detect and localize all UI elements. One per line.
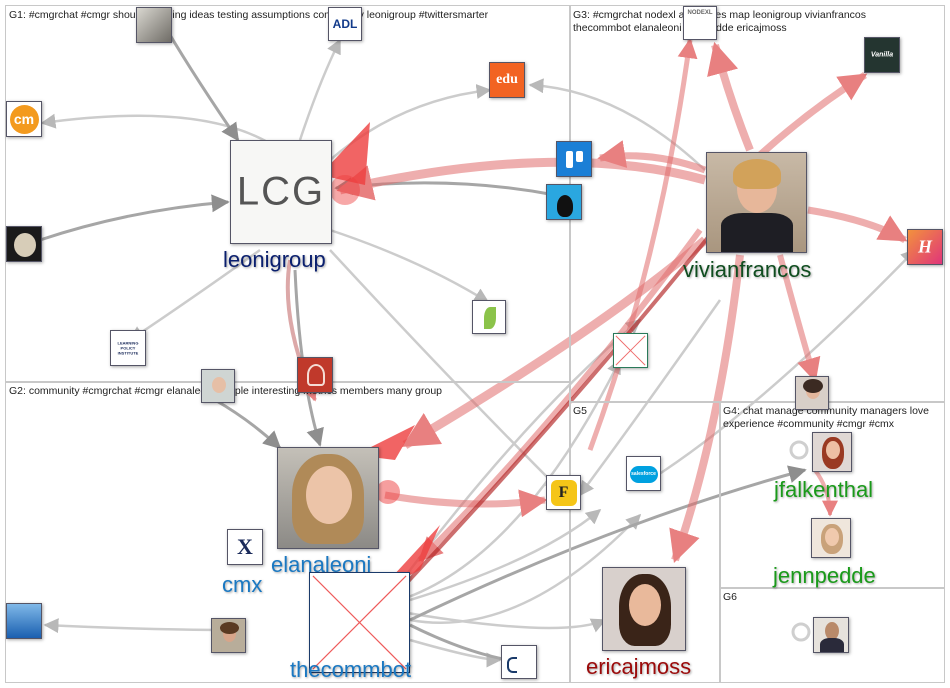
- salesforce-cloud: [630, 466, 658, 483]
- node-label-ericajmoss: ericajmoss: [586, 654, 692, 679]
- node-ericajmoss[interactable]: [602, 567, 686, 651]
- node-keyboard-photo[interactable]: [136, 7, 172, 43]
- node-label-leonigroup: leonigroup: [223, 247, 326, 272]
- node-woman-photo-g2-top[interactable]: [201, 369, 235, 403]
- group-label-g1: G1: #cmgrchat #cmgr shouldn coming ideas…: [9, 9, 489, 21]
- fast-company-hex: [551, 480, 577, 506]
- lpi-logo-text: LEARNING POLICY INSTITUTE: [117, 340, 139, 356]
- roundtable-icon: [507, 657, 517, 673]
- node-tree-logo[interactable]: [297, 357, 333, 393]
- group-label-g4: G4: chat manage community managers love …: [723, 405, 930, 430]
- trello-icon: [566, 151, 573, 168]
- cm-logo-circle: [10, 105, 39, 134]
- node-cmx[interactable]: X: [227, 529, 263, 565]
- node-fast-company[interactable]: F: [546, 475, 581, 510]
- adl-logo-text: ADL: [332, 17, 358, 31]
- red-edges: [285, 38, 908, 564]
- node-adl[interactable]: ADL: [328, 7, 362, 41]
- node-broken-image-g3[interactable]: [613, 333, 648, 368]
- woman-photo-hair: [803, 379, 823, 393]
- node-wave-logo[interactable]: [6, 603, 42, 639]
- penguin-icon: [557, 195, 573, 217]
- group-label-g3: G3: #cmgrchat nodexl audiences map leoni…: [573, 9, 867, 34]
- node-label-vivianfrancos: vivianfrancos: [683, 257, 812, 282]
- group-box-g4: [720, 402, 945, 588]
- group-box-g5: [570, 402, 720, 683]
- node-trello[interactable]: [556, 141, 592, 177]
- node-elanaleoni[interactable]: [277, 447, 379, 549]
- node-salesforce[interactable]: salesforce: [626, 456, 661, 491]
- node-hootsuite[interactable]: H: [907, 229, 943, 265]
- vivianfrancos-hair: [733, 159, 781, 189]
- leaf-icon: [484, 307, 496, 329]
- node-lpi[interactable]: LEARNING POLICY INSTITUTE: [110, 330, 146, 366]
- node-jennpedde[interactable]: [811, 518, 851, 558]
- node-edu[interactable]: edu: [489, 62, 525, 98]
- tree-icon: [307, 364, 325, 386]
- lcg-logo-text: LCG: [236, 169, 326, 214]
- gray-loops: [789, 440, 811, 642]
- elanaleoni-face: [306, 466, 352, 524]
- node-woman-photo-g2-bottom[interactable]: [211, 618, 246, 653]
- node-penguin[interactable]: [546, 184, 582, 220]
- jfalkenthal-face: [826, 441, 840, 459]
- group-label-g5: G5: [573, 405, 588, 417]
- node-nodexl[interactable]: NODEXL: [683, 6, 717, 40]
- vanilla-logo-text: Vanilla: [870, 51, 894, 59]
- cm-logo-text: cm: [13, 111, 35, 127]
- edu-logo-text: edu: [496, 72, 518, 87]
- node-leaf-logo[interactable]: [472, 300, 506, 334]
- vivianfrancos-body: [721, 213, 793, 252]
- trello-icon-right: [576, 151, 583, 162]
- broken-image-icon: [312, 575, 407, 670]
- group-label-g6: G6: [723, 591, 738, 603]
- node-cm[interactable]: cm: [6, 101, 42, 137]
- group-box-g6: [720, 588, 945, 683]
- node-community-roundtable[interactable]: [501, 645, 537, 679]
- group-box-g2: [5, 382, 570, 683]
- cmx-logo-text: X: [237, 534, 253, 559]
- group-label-g2: G2: community #cmgrchat #cmgr elanaleoni…: [9, 385, 443, 397]
- salesforce-logo-text: salesforce: [631, 470, 656, 477]
- man-photo-body: [820, 638, 844, 652]
- node-teddy-bear[interactable]: [6, 226, 42, 262]
- red-edge-dark: [398, 233, 712, 592]
- node-jfalkenthal[interactable]: [812, 432, 852, 472]
- jennpedde-face: [825, 528, 839, 546]
- node-vivianfrancos[interactable]: [706, 152, 807, 253]
- node-label-jennpedde: jennpedde: [773, 563, 876, 588]
- ericajmoss-face: [629, 584, 661, 626]
- node-vanilla[interactable]: Vanilla: [864, 37, 900, 73]
- woman-photo-hair: [220, 622, 239, 634]
- node-man-photo-g6[interactable]: [813, 617, 849, 653]
- node-label-thecommbot: thecommbot: [290, 657, 412, 682]
- woman-photo-face: [212, 377, 226, 393]
- node-leonigroup[interactable]: LCG: [230, 140, 332, 244]
- nodexl-logo-text: NODEXL: [687, 10, 713, 17]
- broken-image-icon: [615, 335, 646, 366]
- man-photo-head: [825, 622, 839, 640]
- fast-company-logo-text: F: [558, 483, 569, 501]
- node-thecommbot[interactable]: [309, 572, 410, 673]
- hootsuite-logo-text: H: [917, 236, 932, 257]
- node-woman-photo-g3[interactable]: [795, 376, 829, 410]
- node-label-jfalkenthal: jfalkenthal: [774, 477, 874, 502]
- teddy-bear-icon: [14, 233, 36, 257]
- node-label-cmx: cmx: [222, 572, 263, 597]
